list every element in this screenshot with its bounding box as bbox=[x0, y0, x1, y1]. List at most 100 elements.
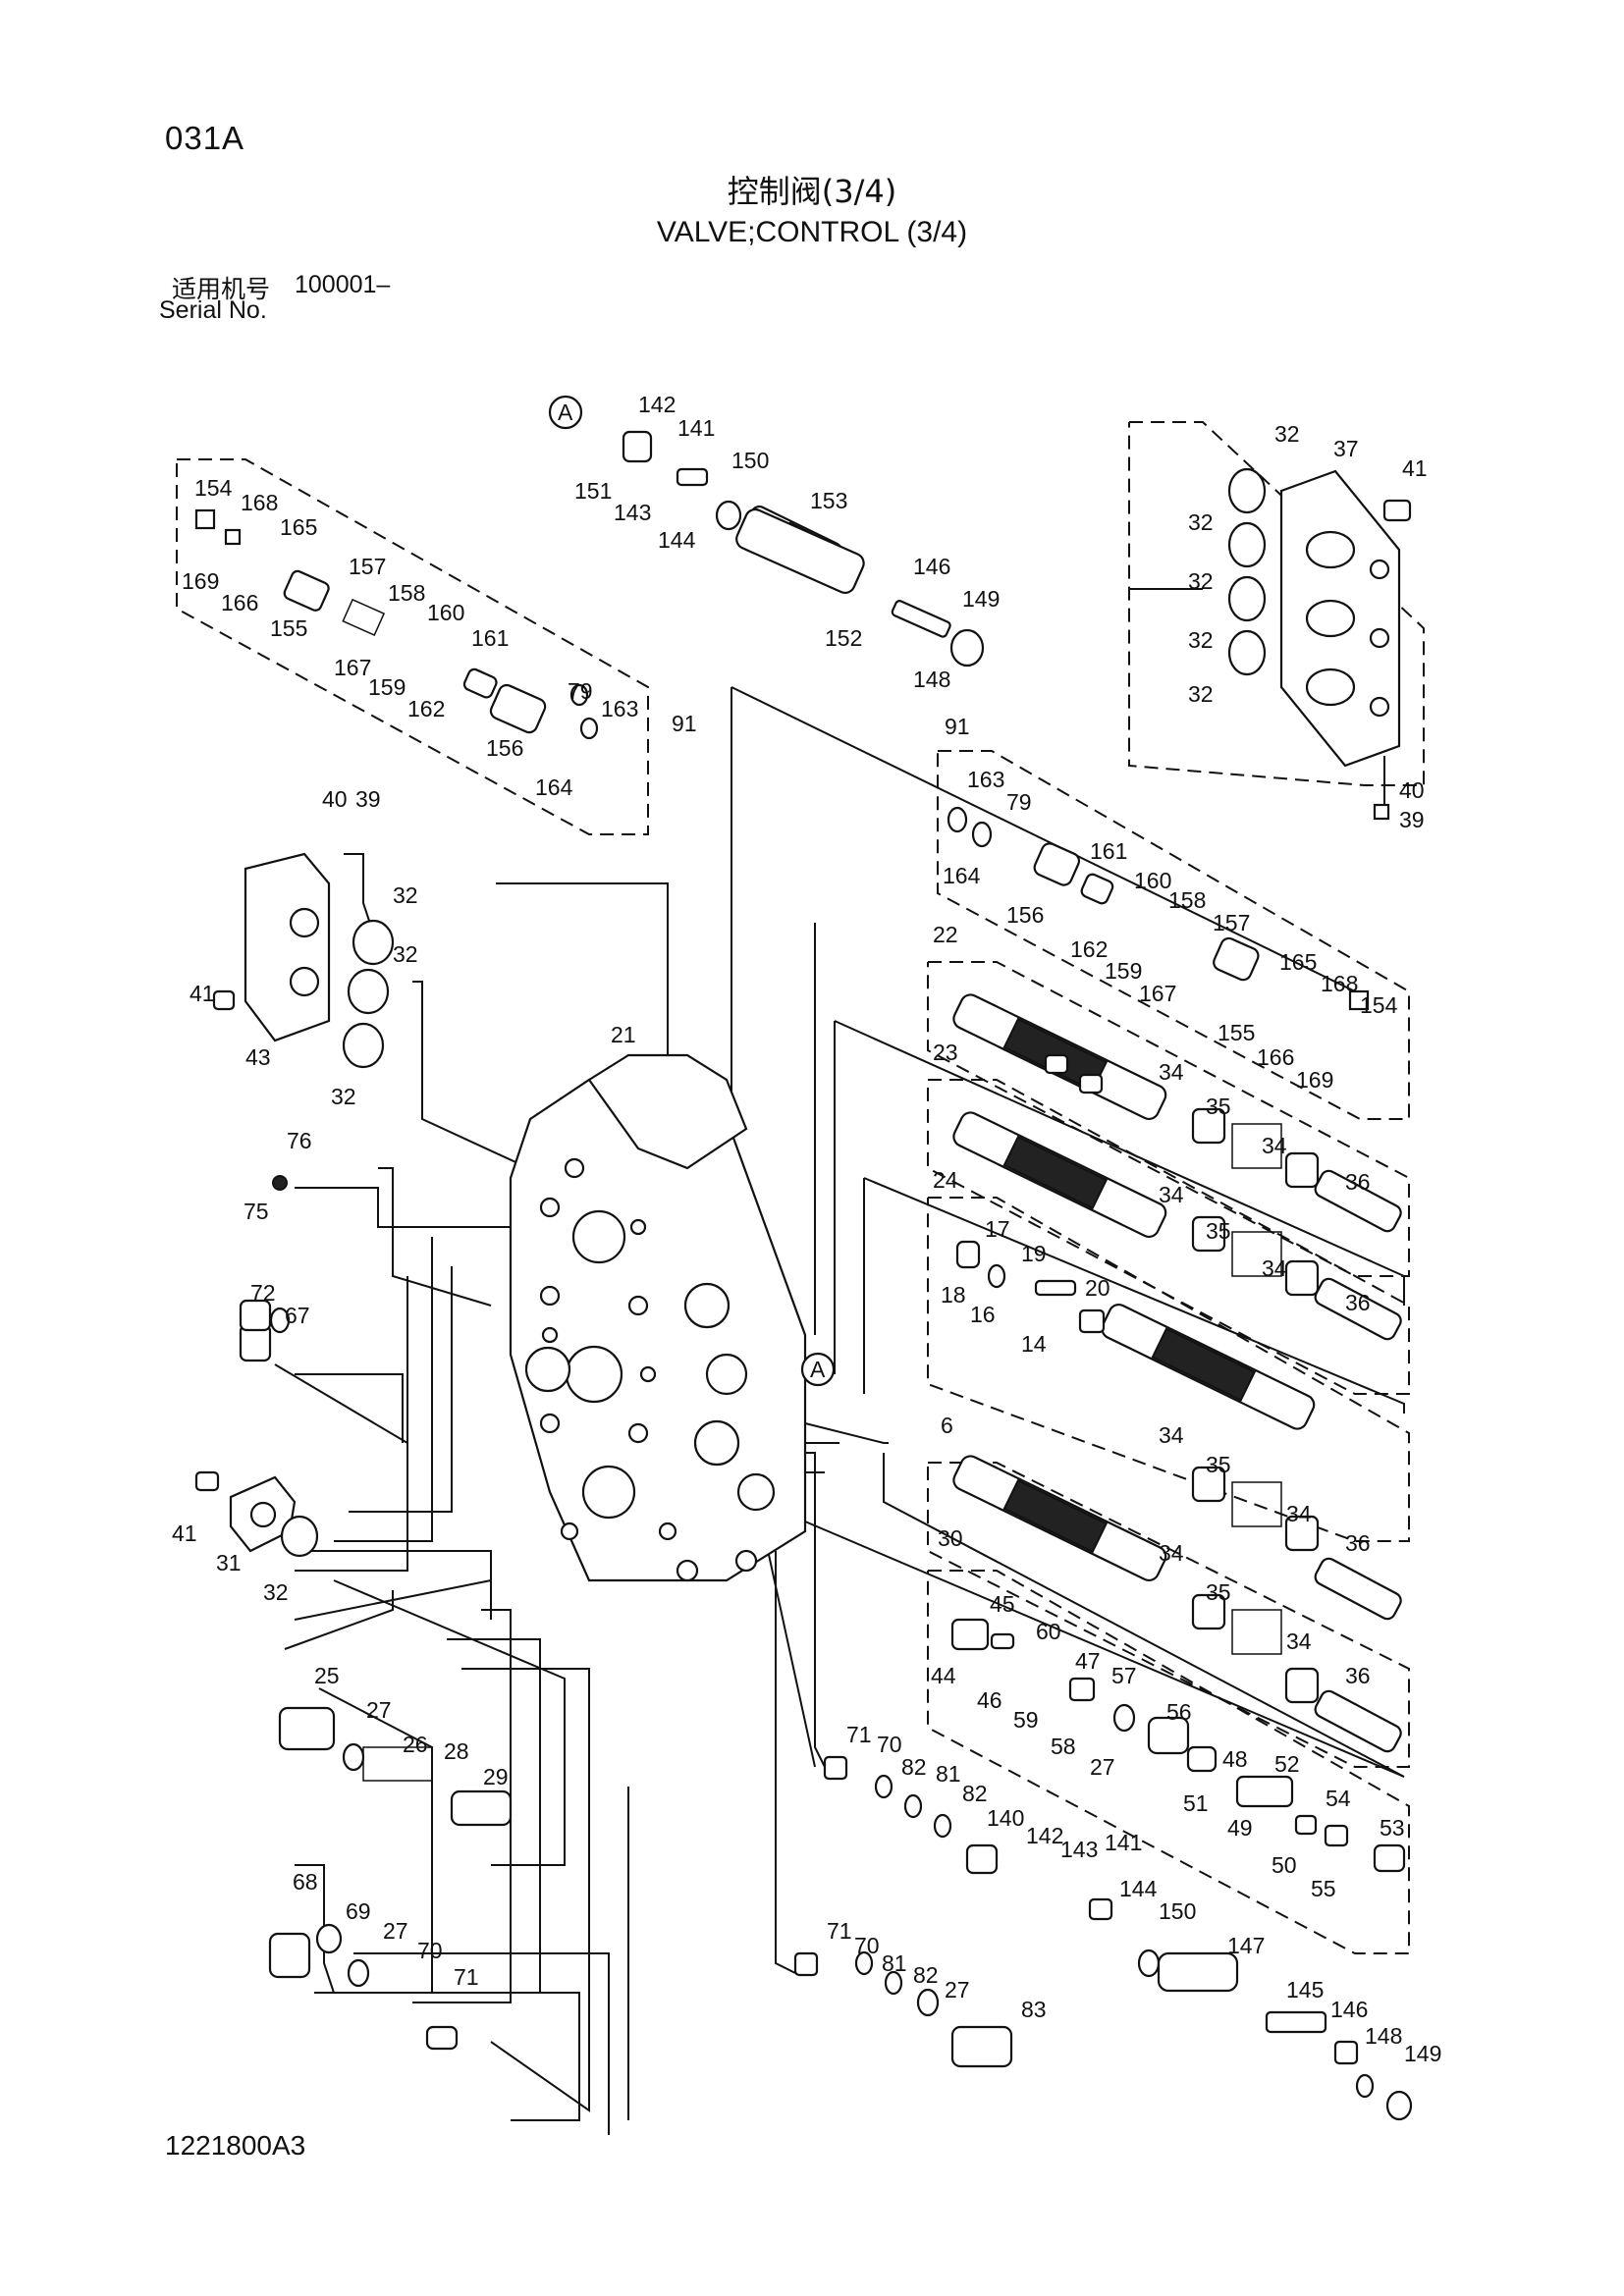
callout-label: 45 bbox=[990, 1591, 1015, 1617]
callout-label: 164 bbox=[535, 774, 573, 800]
callout-label: 32 bbox=[393, 941, 418, 967]
callout-label: 143 bbox=[1060, 1837, 1098, 1862]
flange-31 bbox=[229, 1475, 297, 1553]
callout-label: 14 bbox=[1021, 1331, 1047, 1357]
callout-label: 34 bbox=[1159, 1422, 1184, 1448]
callout-label: 48 bbox=[1222, 1746, 1248, 1772]
callout-label: 36 bbox=[1345, 1290, 1371, 1315]
callout-label: 56 bbox=[1166, 1699, 1192, 1725]
callout-label: 143 bbox=[614, 500, 651, 525]
callout-label: 71 bbox=[827, 1918, 852, 1944]
callout-label: 34 bbox=[1159, 1540, 1184, 1566]
callout-label: 159 bbox=[368, 674, 406, 700]
callout-label: 165 bbox=[1279, 949, 1317, 975]
callout-label: 150 bbox=[731, 448, 769, 473]
callout-label: 32 bbox=[1188, 681, 1214, 707]
callout-label: 146 bbox=[1330, 1997, 1368, 2022]
callout-label: 76 bbox=[287, 1128, 312, 1153]
callout-label: 156 bbox=[1006, 902, 1044, 928]
callout-label: 27 bbox=[366, 1697, 392, 1723]
callout-label: 75 bbox=[244, 1199, 269, 1224]
callout-label: 25 bbox=[314, 1663, 340, 1688]
callout-label: 32 bbox=[1188, 568, 1214, 594]
callout-label: 82 bbox=[913, 1962, 939, 1988]
callout-label: 81 bbox=[882, 1950, 907, 1976]
callout-label: 35 bbox=[1206, 1579, 1231, 1605]
callout-label: 26 bbox=[403, 1732, 428, 1757]
reference-marker-label: A bbox=[810, 1357, 826, 1382]
callout-label: 68 bbox=[293, 1869, 318, 1895]
callout-label: 47 bbox=[1075, 1648, 1101, 1674]
callout-label: 150 bbox=[1159, 1898, 1196, 1924]
cover-37 bbox=[1279, 469, 1401, 768]
callout-label: 41 bbox=[1402, 455, 1428, 481]
callout-label: 163 bbox=[601, 696, 638, 721]
cover-43 bbox=[244, 852, 331, 1042]
callout-label: 57 bbox=[1111, 1663, 1137, 1688]
callout-label: 69 bbox=[346, 1898, 371, 1924]
callout-label: 20 bbox=[1085, 1275, 1110, 1301]
callout-label: 32 bbox=[393, 882, 418, 908]
callout-label: 157 bbox=[349, 554, 386, 579]
callout-label: 41 bbox=[172, 1521, 197, 1546]
serial-label-chinese: 适用机号 bbox=[172, 275, 271, 303]
reference-marker-a-body: A bbox=[800, 1352, 836, 1387]
callout-label: 52 bbox=[1274, 1751, 1300, 1777]
callout-label: 6 bbox=[941, 1413, 953, 1438]
callout-label: 166 bbox=[1257, 1044, 1294, 1070]
callout-label: 43 bbox=[245, 1044, 271, 1070]
callout-label: 167 bbox=[1139, 981, 1176, 1006]
callout-label: 36 bbox=[1345, 1530, 1371, 1556]
callout-label: 19 bbox=[1021, 1241, 1047, 1266]
callout-label: 152 bbox=[825, 625, 862, 651]
callout-label: 157 bbox=[1213, 910, 1250, 935]
callout-label: 163 bbox=[967, 767, 1004, 792]
callout-label: 167 bbox=[334, 655, 371, 680]
group-box-spool-23 bbox=[927, 1079, 1410, 1395]
group-box-spool-6 bbox=[927, 1462, 1410, 1768]
callout-label: 40 bbox=[322, 786, 348, 812]
group-box-spool-22 bbox=[927, 961, 1410, 1277]
callout-label: 161 bbox=[1090, 838, 1127, 864]
page-code: 031A bbox=[165, 120, 245, 156]
callout-label: 155 bbox=[1218, 1020, 1255, 1045]
springs-and-caps bbox=[1191, 1107, 1402, 1753]
callout-label: 21 bbox=[611, 1022, 636, 1047]
callout-label: 154 bbox=[194, 475, 233, 501]
callout-label: 39 bbox=[355, 786, 381, 812]
callout-label: 165 bbox=[280, 514, 317, 540]
callout-label: 41 bbox=[189, 981, 215, 1006]
callout-label: 32 bbox=[1188, 627, 1214, 653]
o-rings bbox=[269, 467, 1375, 2099]
group-box-spool-30 bbox=[927, 1570, 1410, 1954]
callout-label: 151 bbox=[574, 478, 612, 504]
callout-label: 162 bbox=[407, 696, 445, 721]
callout-label: 16 bbox=[970, 1302, 996, 1327]
callout-label: 29 bbox=[483, 1764, 509, 1789]
callout-label: 148 bbox=[913, 667, 950, 692]
callout-label: 169 bbox=[182, 568, 219, 594]
valve-body-21 bbox=[509, 1053, 807, 1582]
title-chinese: 控制阀(3/4) bbox=[727, 173, 897, 210]
callout-label: 147 bbox=[1227, 1933, 1265, 1958]
callout-label: 31 bbox=[216, 1550, 242, 1575]
callout-label: 24 bbox=[933, 1167, 958, 1193]
callout-label: 58 bbox=[1051, 1734, 1076, 1759]
callout-label: 81 bbox=[936, 1761, 961, 1787]
callout-label: 36 bbox=[1345, 1663, 1371, 1688]
callout-label: 35 bbox=[1206, 1218, 1231, 1244]
callout-labels: 142 141 151 143 150 144 153 146 149 152 … bbox=[172, 392, 1441, 2066]
callout-label: 34 bbox=[1286, 1629, 1312, 1654]
callout-label: 36 bbox=[1345, 1169, 1371, 1195]
reference-marker-a-top: A bbox=[548, 395, 583, 430]
callout-label: 166 bbox=[221, 590, 258, 615]
callout-label: 141 bbox=[677, 415, 715, 441]
callout-label: 28 bbox=[444, 1738, 469, 1764]
callout-label: 154 bbox=[1360, 992, 1398, 1018]
callout-label: 35 bbox=[1206, 1094, 1231, 1119]
group-box-relief-valve-right bbox=[937, 750, 1410, 1120]
callout-label: 59 bbox=[1013, 1707, 1039, 1733]
callout-label: 140 bbox=[987, 1805, 1024, 1831]
group-box-spool-24 bbox=[927, 1197, 1410, 1542]
